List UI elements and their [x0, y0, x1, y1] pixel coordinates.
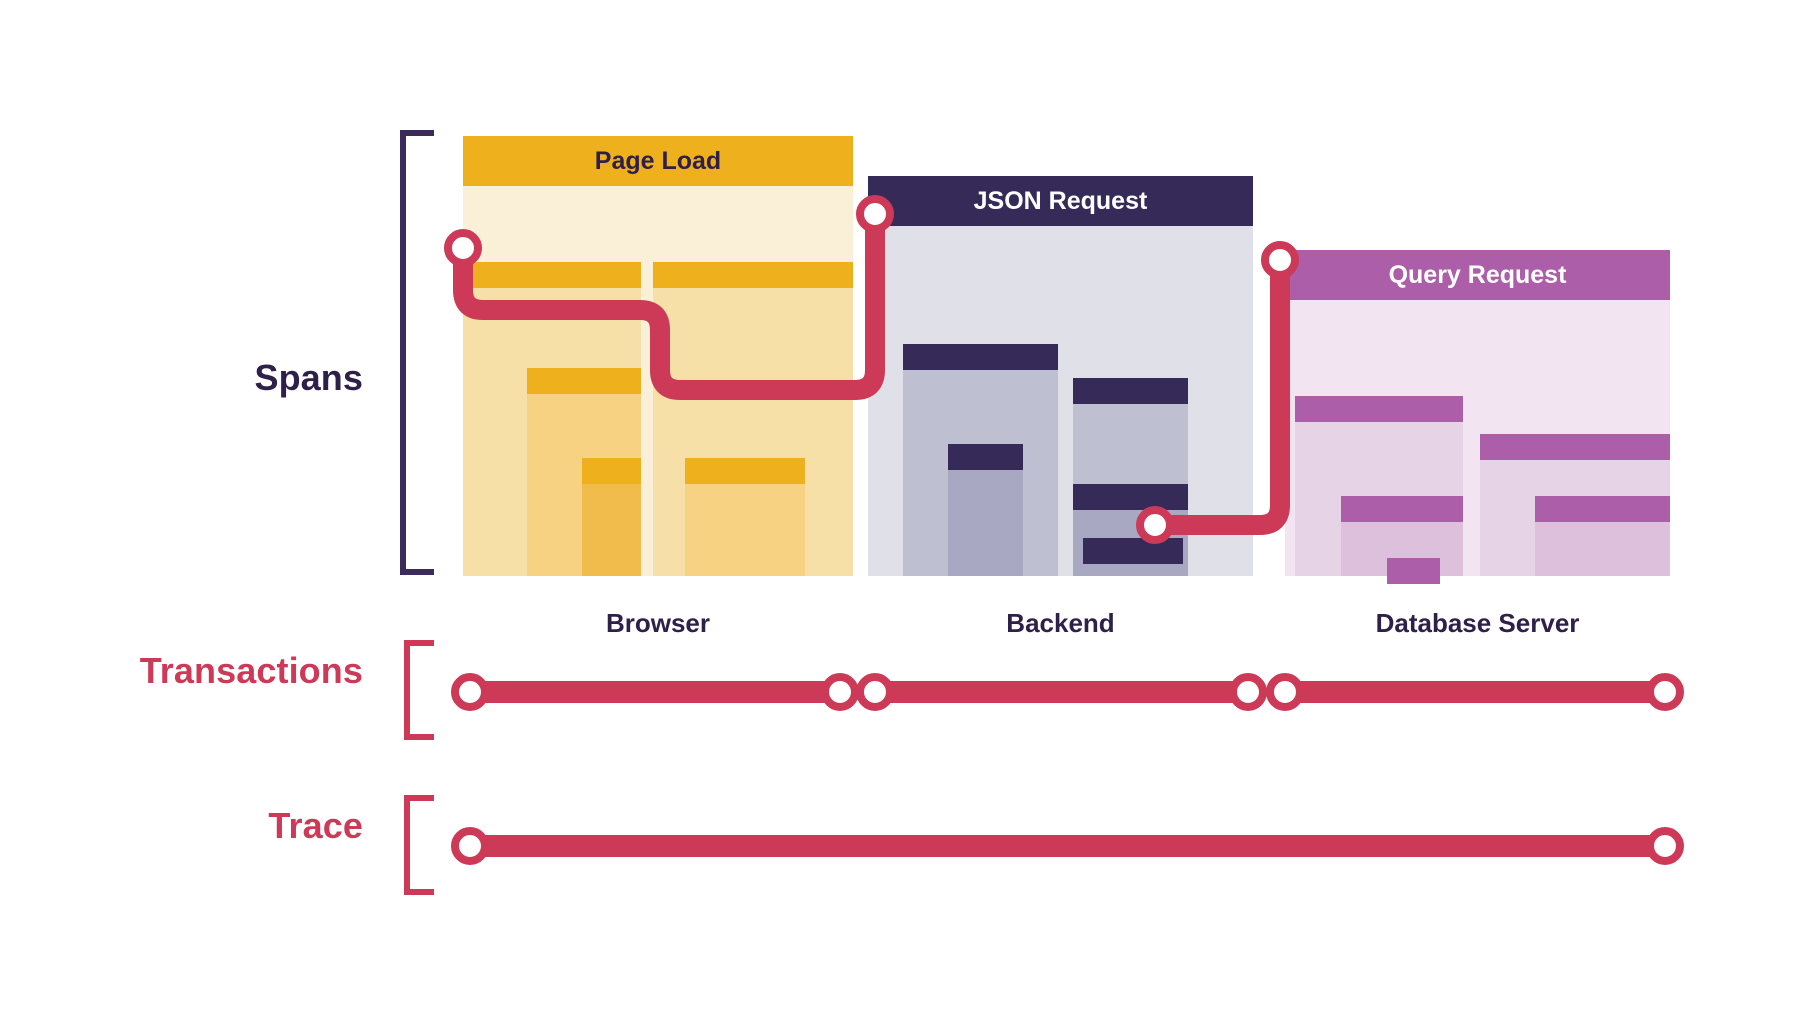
- span-bar-cap: [1073, 378, 1188, 404]
- span-panel-database: [1285, 300, 1670, 584]
- service-caption-database: Database Server: [1375, 608, 1580, 638]
- span-bar-cap: [582, 458, 641, 484]
- span-bar-cap: [948, 444, 1023, 470]
- span-bar-cap: [903, 344, 1058, 370]
- row-label-transactions: Transactions: [139, 650, 363, 691]
- span-bar-cap: [1295, 396, 1463, 422]
- transaction-dot-browser-start[interactable]: [451, 673, 489, 711]
- span-bar-body: [1535, 522, 1670, 576]
- service-header-backend: JSON Request: [868, 176, 1253, 226]
- transaction-dot-database-start[interactable]: [1266, 673, 1304, 711]
- span-bar[interactable]: [582, 458, 641, 576]
- span-bar[interactable]: [1083, 538, 1183, 576]
- service-caption-browser: Browser: [605, 608, 711, 638]
- span-bar-body: [1083, 564, 1183, 576]
- span-bar-cap: [463, 262, 641, 288]
- service-column-browser: Page Load: [463, 136, 853, 576]
- span-bar-cap: [1083, 538, 1183, 564]
- span-bar-cap: [685, 458, 805, 484]
- bracket-transactions: [404, 640, 434, 740]
- trace-dot-end[interactable]: [1646, 827, 1684, 865]
- span-bar-cap: [1341, 496, 1463, 522]
- service-column-database: Query Request: [1285, 136, 1670, 584]
- service-caption-backend: Backend: [1006, 608, 1115, 638]
- service-header-browser: Page Load: [463, 136, 853, 186]
- row-label-spans: Spans: [254, 357, 363, 398]
- span-bar[interactable]: [685, 458, 805, 576]
- span-bar[interactable]: [1387, 558, 1440, 584]
- span-bar-body: [582, 484, 641, 576]
- span-panel-backend: [868, 226, 1253, 576]
- bracket-trace: [404, 795, 434, 895]
- span-bar-cap: [527, 368, 641, 394]
- transaction-dot-database-end[interactable]: [1646, 673, 1684, 711]
- trace-dot-start[interactable]: [451, 827, 489, 865]
- span-bar-cap: [653, 262, 853, 288]
- span-panel-browser: [463, 186, 853, 576]
- bracket-spans: [400, 130, 434, 575]
- span-bar-cap: [1387, 558, 1440, 584]
- span-bar-cap: [1535, 496, 1670, 522]
- service-column-backend: JSON Request: [868, 136, 1253, 576]
- span-bar-cap: [1480, 434, 1670, 460]
- transaction-dot-backend-start[interactable]: [856, 673, 894, 711]
- span-bar-body: [685, 484, 805, 576]
- service-header-database: Query Request: [1285, 250, 1670, 300]
- span-bar-body: [948, 470, 1023, 576]
- span-bar[interactable]: [1535, 496, 1670, 576]
- transaction-dot-browser-end[interactable]: [821, 673, 859, 711]
- row-label-trace: Trace: [268, 805, 363, 846]
- span-bar[interactable]: [948, 444, 1023, 576]
- span-bar-cap: [1073, 484, 1188, 510]
- transaction-dot-backend-end[interactable]: [1229, 673, 1267, 711]
